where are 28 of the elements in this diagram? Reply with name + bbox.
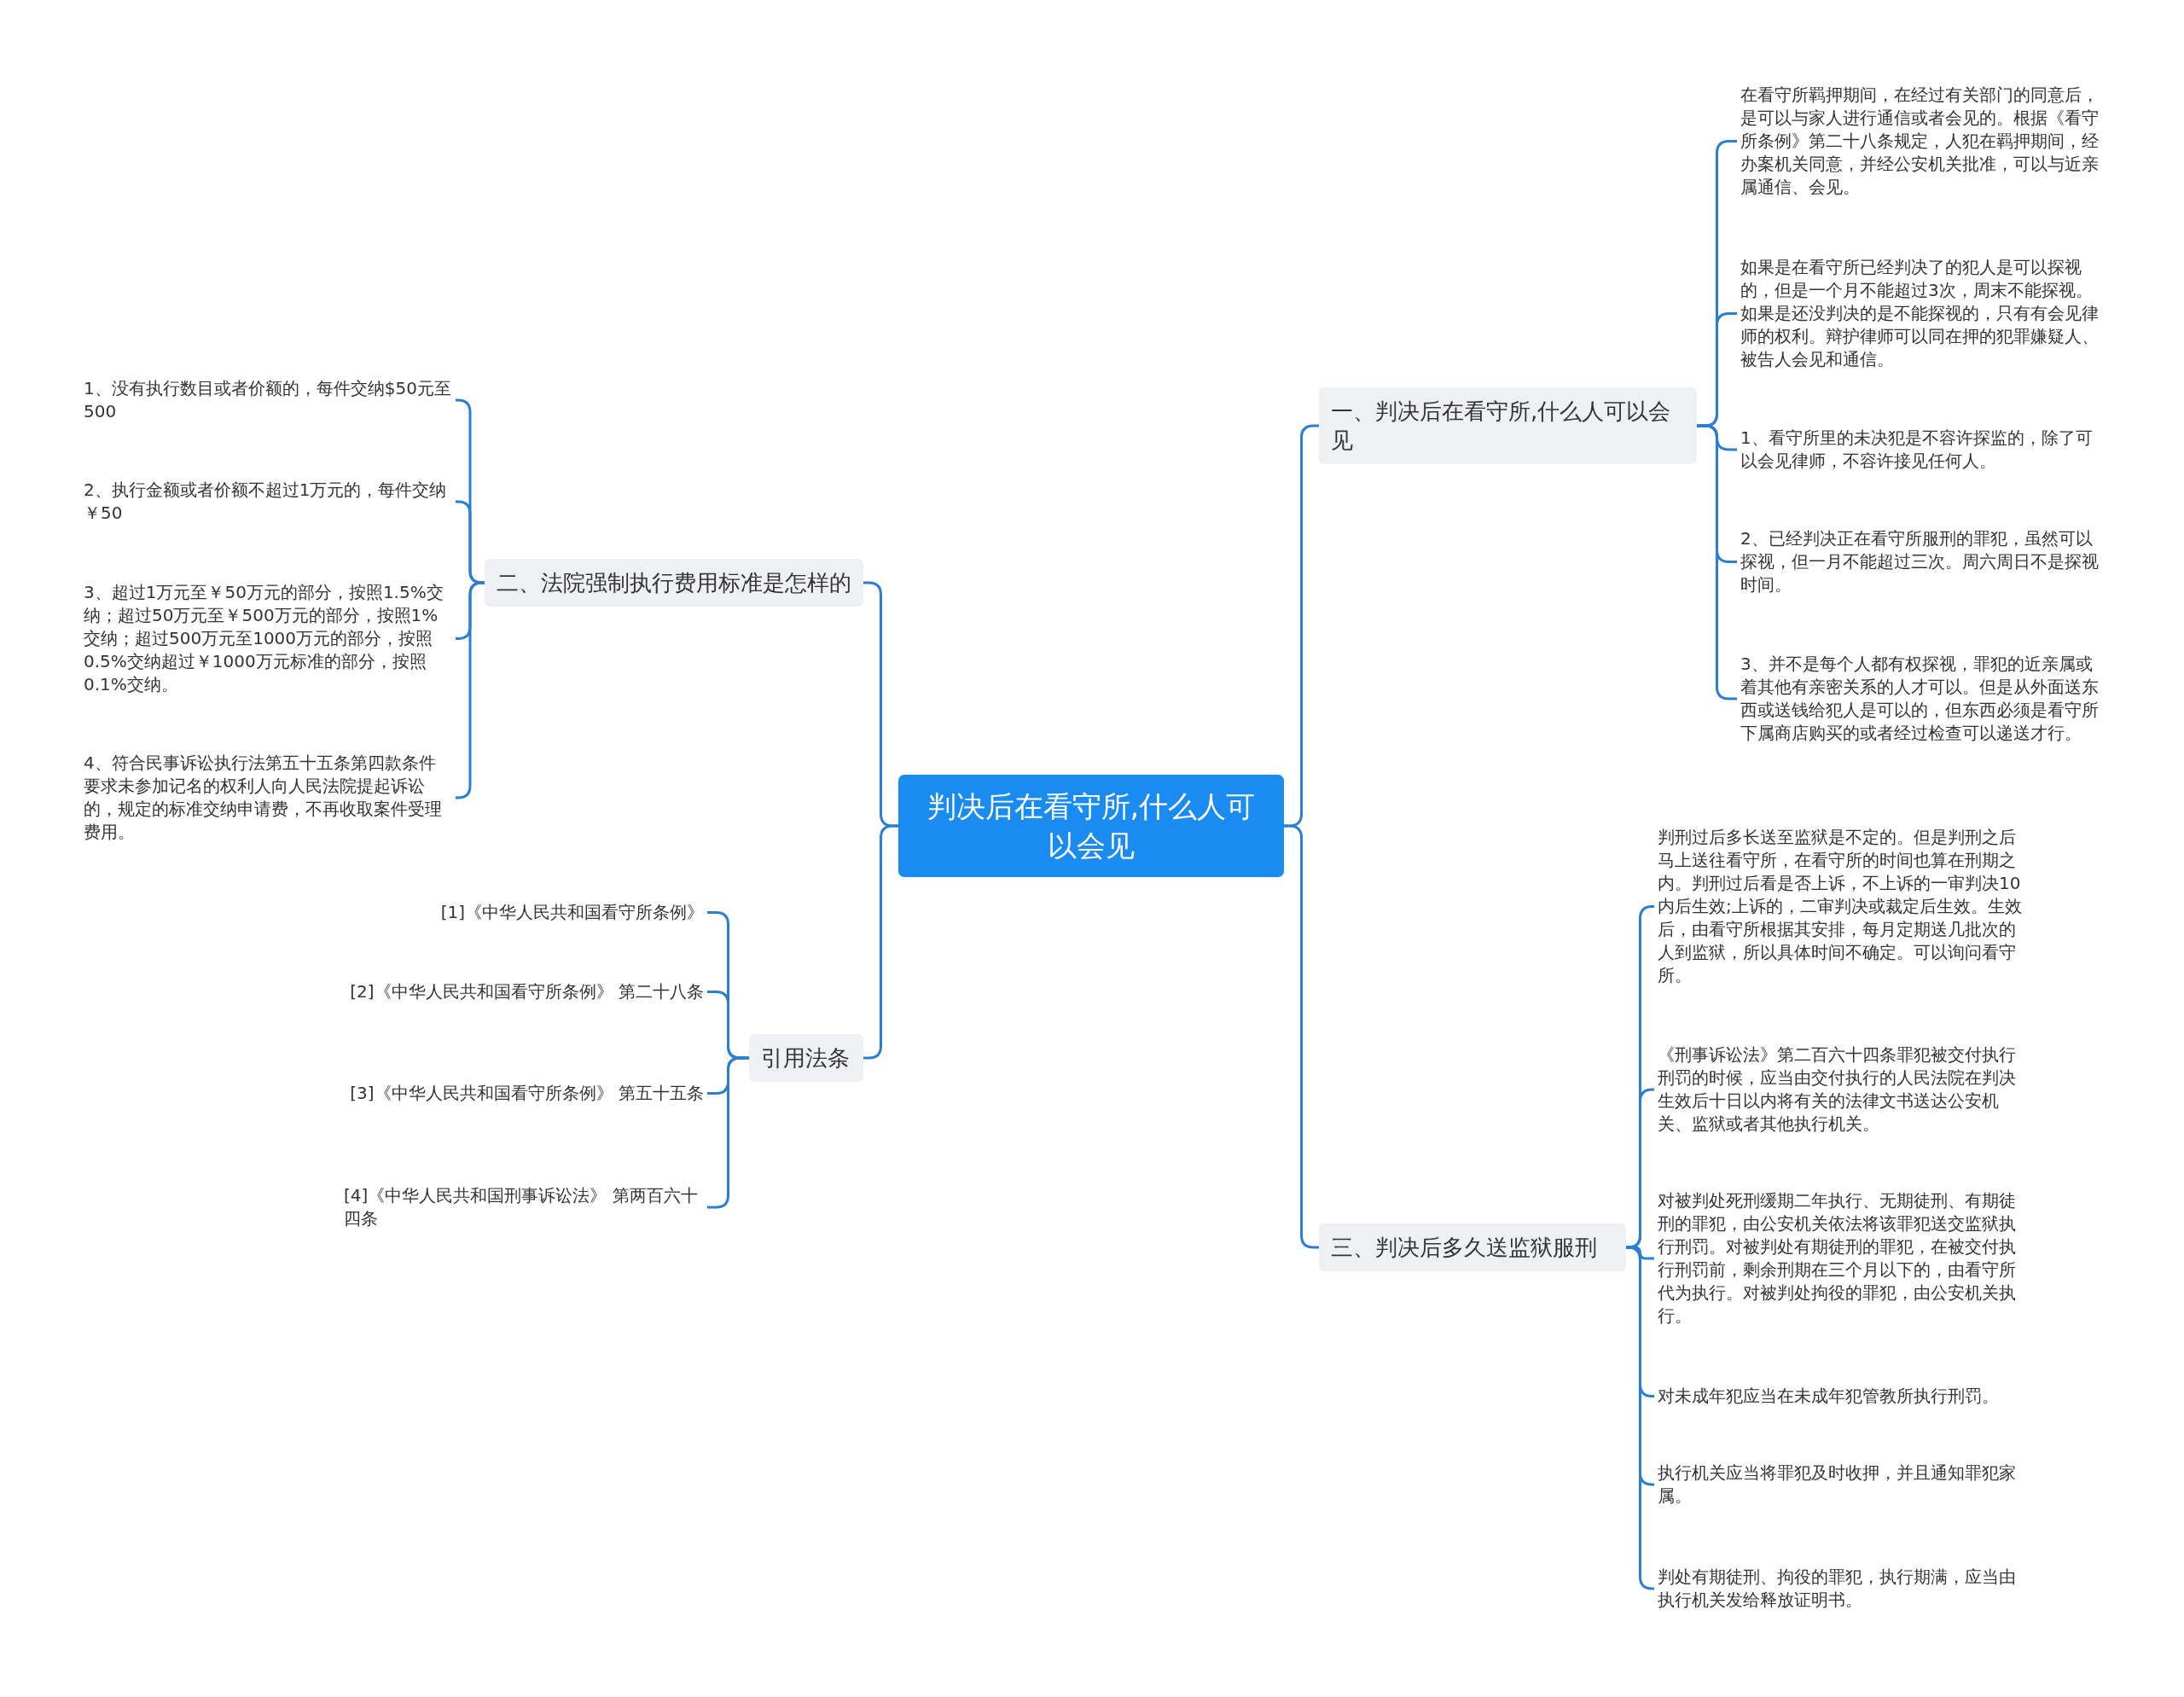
leaf-text: [2]《中华人民共和国看守所条例》 第二十八条 [346, 980, 707, 1003]
leaf-text: 1、看守所里的未决犯是不容许探监的，除了可以会见律师，不容许接见任何人。 [1737, 427, 2112, 473]
topic-box: 一、判决后在看守所,什么人可以会见 [1319, 387, 1697, 464]
leaf-text: [4]《中华人民共和国刑事诉讼法》 第两百六十四条 [340, 1184, 707, 1230]
leaf-text: 对未成年犯应当在未成年犯管教所执行刑罚。 [1654, 1385, 2030, 1408]
leaf-text: 2、执行金额或者价额不超过1万元的，每件交纳￥50 [80, 479, 456, 525]
connector-line [456, 500, 485, 584]
leaf-text: 3、超过1万元至￥50万元的部分，按照1.5%交纳；超过50万元至￥500万元的部分，按照1%交纳；超过500万元至1000万元的部分，按照0.5%交纳超过￥1000万元标准的部分，按照0.1%交纳。 [80, 581, 456, 696]
leaf-text: 如果是在看守所已经判决了的犯人是可以探视的，但是一个月不能超过3次，周末不能探视。如果是还没判决的是不能探视的，只有有会见律师的权利。辩护律师可以同在押的犯罪嫌疑人、被告人会见和通信。 [1737, 256, 2112, 371]
connector-line [863, 824, 898, 1060]
leaf-text: 4、符合民事诉讼执行法第五十五条第四款条件要求未参加记名的权利人向人民法院提起诉讼的，规定的标准交纳申请费，不再收取案件受理费用。 [80, 752, 456, 844]
leaf-text: 《刑事诉讼法》第二百六十四条罪犯被交付执行刑罚的时候，应当由交付执行的人民法院在判决生效后十日以内将有关的法律文书送达公安机关、监狱或者其他执行机关。 [1654, 1043, 2030, 1136]
leaf-text: [1]《中华人民共和国看守所条例》 [437, 901, 707, 924]
leaf-text: 2、已经判决正在看守所服刑的罪犯，虽然可以探视，但一月不能超过三次。周六周日不是探视时间。 [1737, 527, 2112, 596]
leaf-text: [3]《中华人民共和国看守所条例》 第五十五条 [346, 1082, 707, 1105]
leaf-text: 在看守所羁押期间，在经过有关部门的同意后，是可以与家人进行通信或者会见的。根据《看守所条例》第二十八条规定，人犯在羁押期间，经办案机关同意，并经公安机关批准，可以与近亲属通信、会见。 [1737, 84, 2112, 199]
leaf-text: 判处有期徒刑、拘役的罪犯，执行期满，应当由执行机关发给释放证明书。 [1654, 1566, 2030, 1612]
connector-line [1625, 1246, 1655, 1590]
topic-box: 二、法院强制执行费用标准是怎样的 [485, 559, 863, 607]
leaf-text: 3、并不是每个人都有权探视，罪犯的近亲属或着其他有亲密关系的人才可以。但是从外面送东西或送钱给犯人是可以的，但东西必须是看守所下属商店购买的或者经过检查可以递送才行。 [1737, 653, 2112, 745]
topic-box: 三、判决后多久送监狱服刑 [1319, 1223, 1626, 1271]
leaf-text: 判刑过后多长送至监狱是不定的。但是判刑之后马上送往看守所，在看守所的时间也算在刑期之内。判刑过后看是否上诉，不上诉的一审判决10内后生效;上诉的，二审判决或裁定后生效。生效后，由看守所根据其安排，每月定期送几批次的人到监狱，所以具体时间不确定。可以询问看守所。 [1654, 826, 2030, 987]
leaf-text: 执行机关应当将罪犯及时收押，并且通知罪犯家属。 [1654, 1462, 2030, 1508]
leaf-text: 对被判处死刑缓期二年执行、无期徒刑、有期徒刑的罪犯，由公安机关依法将该罪犯送交监狱执行刑罚。对被判处有期徒刑的罪犯，在被交付执行刑罚前，剩余刑期在三个月以下的，由看守所代为执行。对被判处拘役的罪犯，由公安机关执行。 [1654, 1189, 2030, 1328]
central-topic-box: 判决后在看守所,什么人可以会见 [898, 775, 1284, 877]
connector-line [1284, 824, 1319, 1249]
topic-box: 引用法条 [749, 1034, 863, 1082]
leaf-text: 1、没有执行数目或者价额的，每件交纳$50元至500 [80, 377, 456, 423]
